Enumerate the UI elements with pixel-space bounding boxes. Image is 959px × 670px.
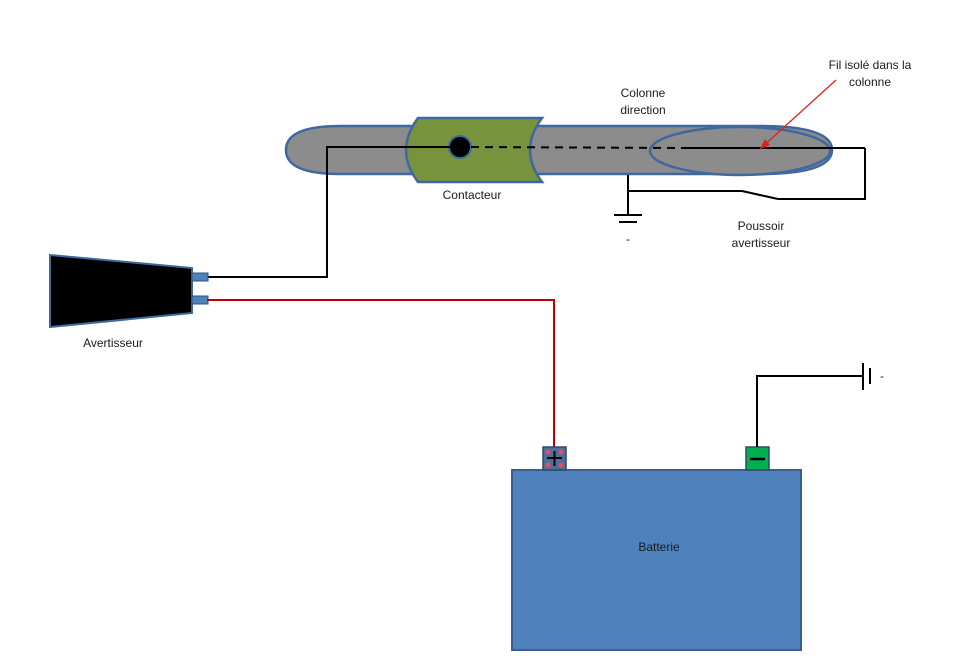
- battery-label: Batterie: [638, 540, 680, 554]
- horn-shape: [49, 253, 193, 329]
- horn: [49, 253, 209, 329]
- steering-column: [284, 124, 834, 177]
- insulated-wire-label-line1: Fil isolé dans la: [829, 58, 912, 72]
- horn-terminal-top: [191, 272, 209, 282]
- red-positive-wire: [207, 299, 555, 450]
- battery-ground-minus-label: -: [880, 369, 884, 383]
- push-button-label-line1: Poussoir: [738, 219, 785, 233]
- insulated-wire-section: [648, 125, 832, 177]
- insulated-wire-label-line2: colonne: [849, 75, 891, 89]
- battery: [511, 446, 802, 651]
- ground-minus-label: -: [626, 232, 630, 246]
- battery-ground-symbol: [862, 363, 871, 390]
- contact-switch: [404, 116, 545, 184]
- horn-to-switch-wire: [206, 146, 460, 278]
- column-label-line1: Colonne: [621, 86, 666, 100]
- battery-ground-wire: [756, 375, 863, 447]
- contact-switch-body: [404, 116, 545, 184]
- horn-label: Avertisseur: [83, 336, 143, 350]
- push-button-label-line2: avertisseur: [732, 236, 791, 250]
- column-label-line2: direction: [620, 103, 665, 117]
- dashed-wire-inside-column: [470, 146, 686, 149]
- column-ground-wire: [627, 175, 742, 192]
- switch-label: Contacteur: [443, 188, 502, 202]
- push-button-contact: [741, 190, 779, 200]
- battery-body: [511, 469, 802, 651]
- button-return-wire: [778, 148, 866, 200]
- pointer-arrow: [759, 79, 837, 150]
- ground-symbol: [614, 214, 642, 223]
- horn-terminal-bottom: [191, 295, 209, 305]
- black-wire-circuit: [206, 146, 866, 278]
